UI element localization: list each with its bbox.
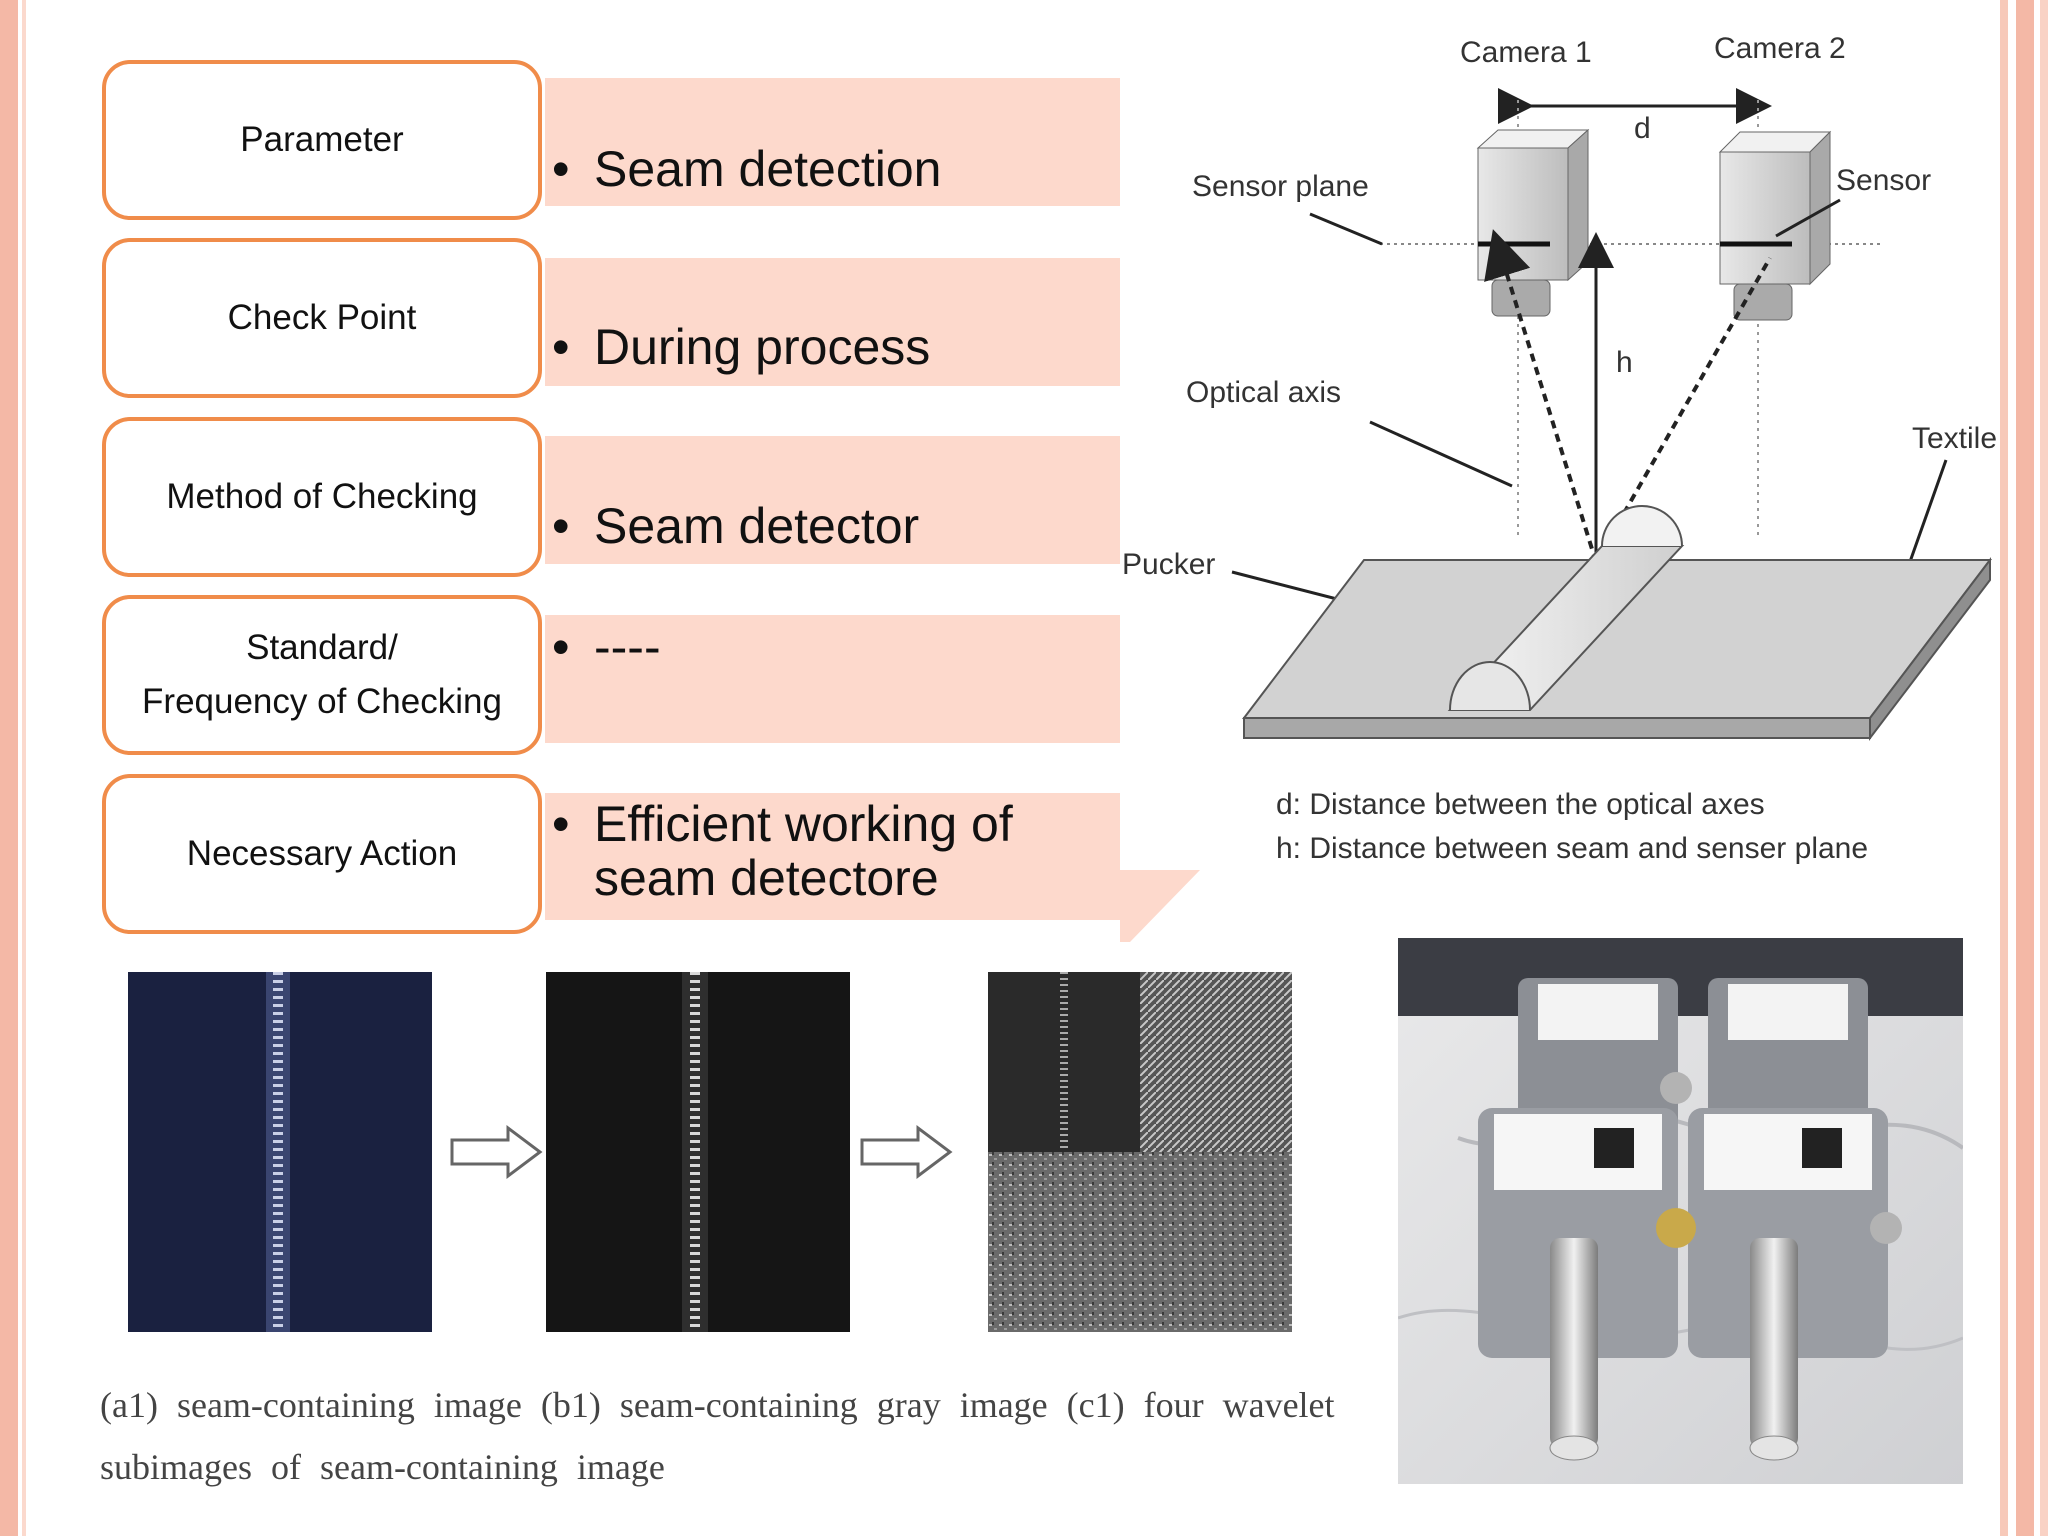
d-label: d (1634, 112, 1651, 145)
h-label: h (1616, 346, 1633, 379)
legend-h: h: Distance between seam and senser plan… (1276, 832, 1868, 865)
parameter-value: •Seam detection (552, 141, 942, 197)
standard-value-text: ---- (594, 619, 661, 675)
method-value-text: Seam detector (594, 498, 920, 554)
sensor-plane-label: Sensor plane (1192, 170, 1369, 203)
parameter-value-panel (545, 78, 1120, 206)
check-point-label: Check Point (102, 238, 542, 398)
textile-label: Textile (1912, 422, 1997, 455)
method-value: •Seam detector (552, 498, 920, 554)
slide-border-right-inner (2000, 0, 2008, 1536)
legend-d: d: Distance between the optical axes (1276, 788, 1765, 821)
optical-axis-label: Optical axis (1186, 376, 1341, 409)
slide-border-right-edge (2040, 0, 2048, 1536)
camera2-label: Camera 2 (1714, 32, 1846, 65)
method-label: Method of Checking (102, 417, 542, 577)
parameter-label: Parameter (102, 60, 542, 220)
standard-value: •---- (552, 619, 661, 675)
arrow-right-icon-2 (860, 1125, 953, 1179)
seam-detector-sensors-photo (1398, 938, 1963, 1484)
pucker-label: Pucker (1122, 548, 1215, 581)
check-point-value: •During process (552, 319, 931, 375)
seam-image-a1 (128, 972, 432, 1332)
action-value: •Efficient working of seam detectore (552, 796, 1013, 906)
arrow-right-icon (450, 1125, 543, 1179)
stereo-camera-diagram: Camera 1 Camera 2 d h Sensor plane Senso… (1122, 32, 1997, 865)
standard-value-panel (545, 615, 1120, 743)
check-point-value-text: During process (594, 319, 931, 375)
seam-caption: (a1) seam-containing image (b1) seam-con… (100, 1385, 1335, 1487)
seam-image-b1 (546, 972, 850, 1332)
action-label: Necessary Action (102, 774, 542, 934)
seam-image-c1 (988, 972, 1292, 1332)
standard-label: Standard/ Frequency of Checking (102, 595, 542, 755)
slide-border-left-inner (22, 0, 26, 1536)
check-point-value-panel (545, 258, 1120, 386)
slide-border-right (2016, 0, 2034, 1536)
parameter-value-text: Seam detection (594, 141, 942, 197)
camera1-label: Camera 1 (1460, 36, 1592, 69)
slide-border-left (0, 0, 18, 1536)
sensor-label: Sensor (1836, 164, 1931, 197)
action-value-panel (545, 793, 1200, 942)
action-value-text: Efficient working of seam detectore (594, 796, 1013, 906)
method-value-panel (545, 436, 1120, 564)
